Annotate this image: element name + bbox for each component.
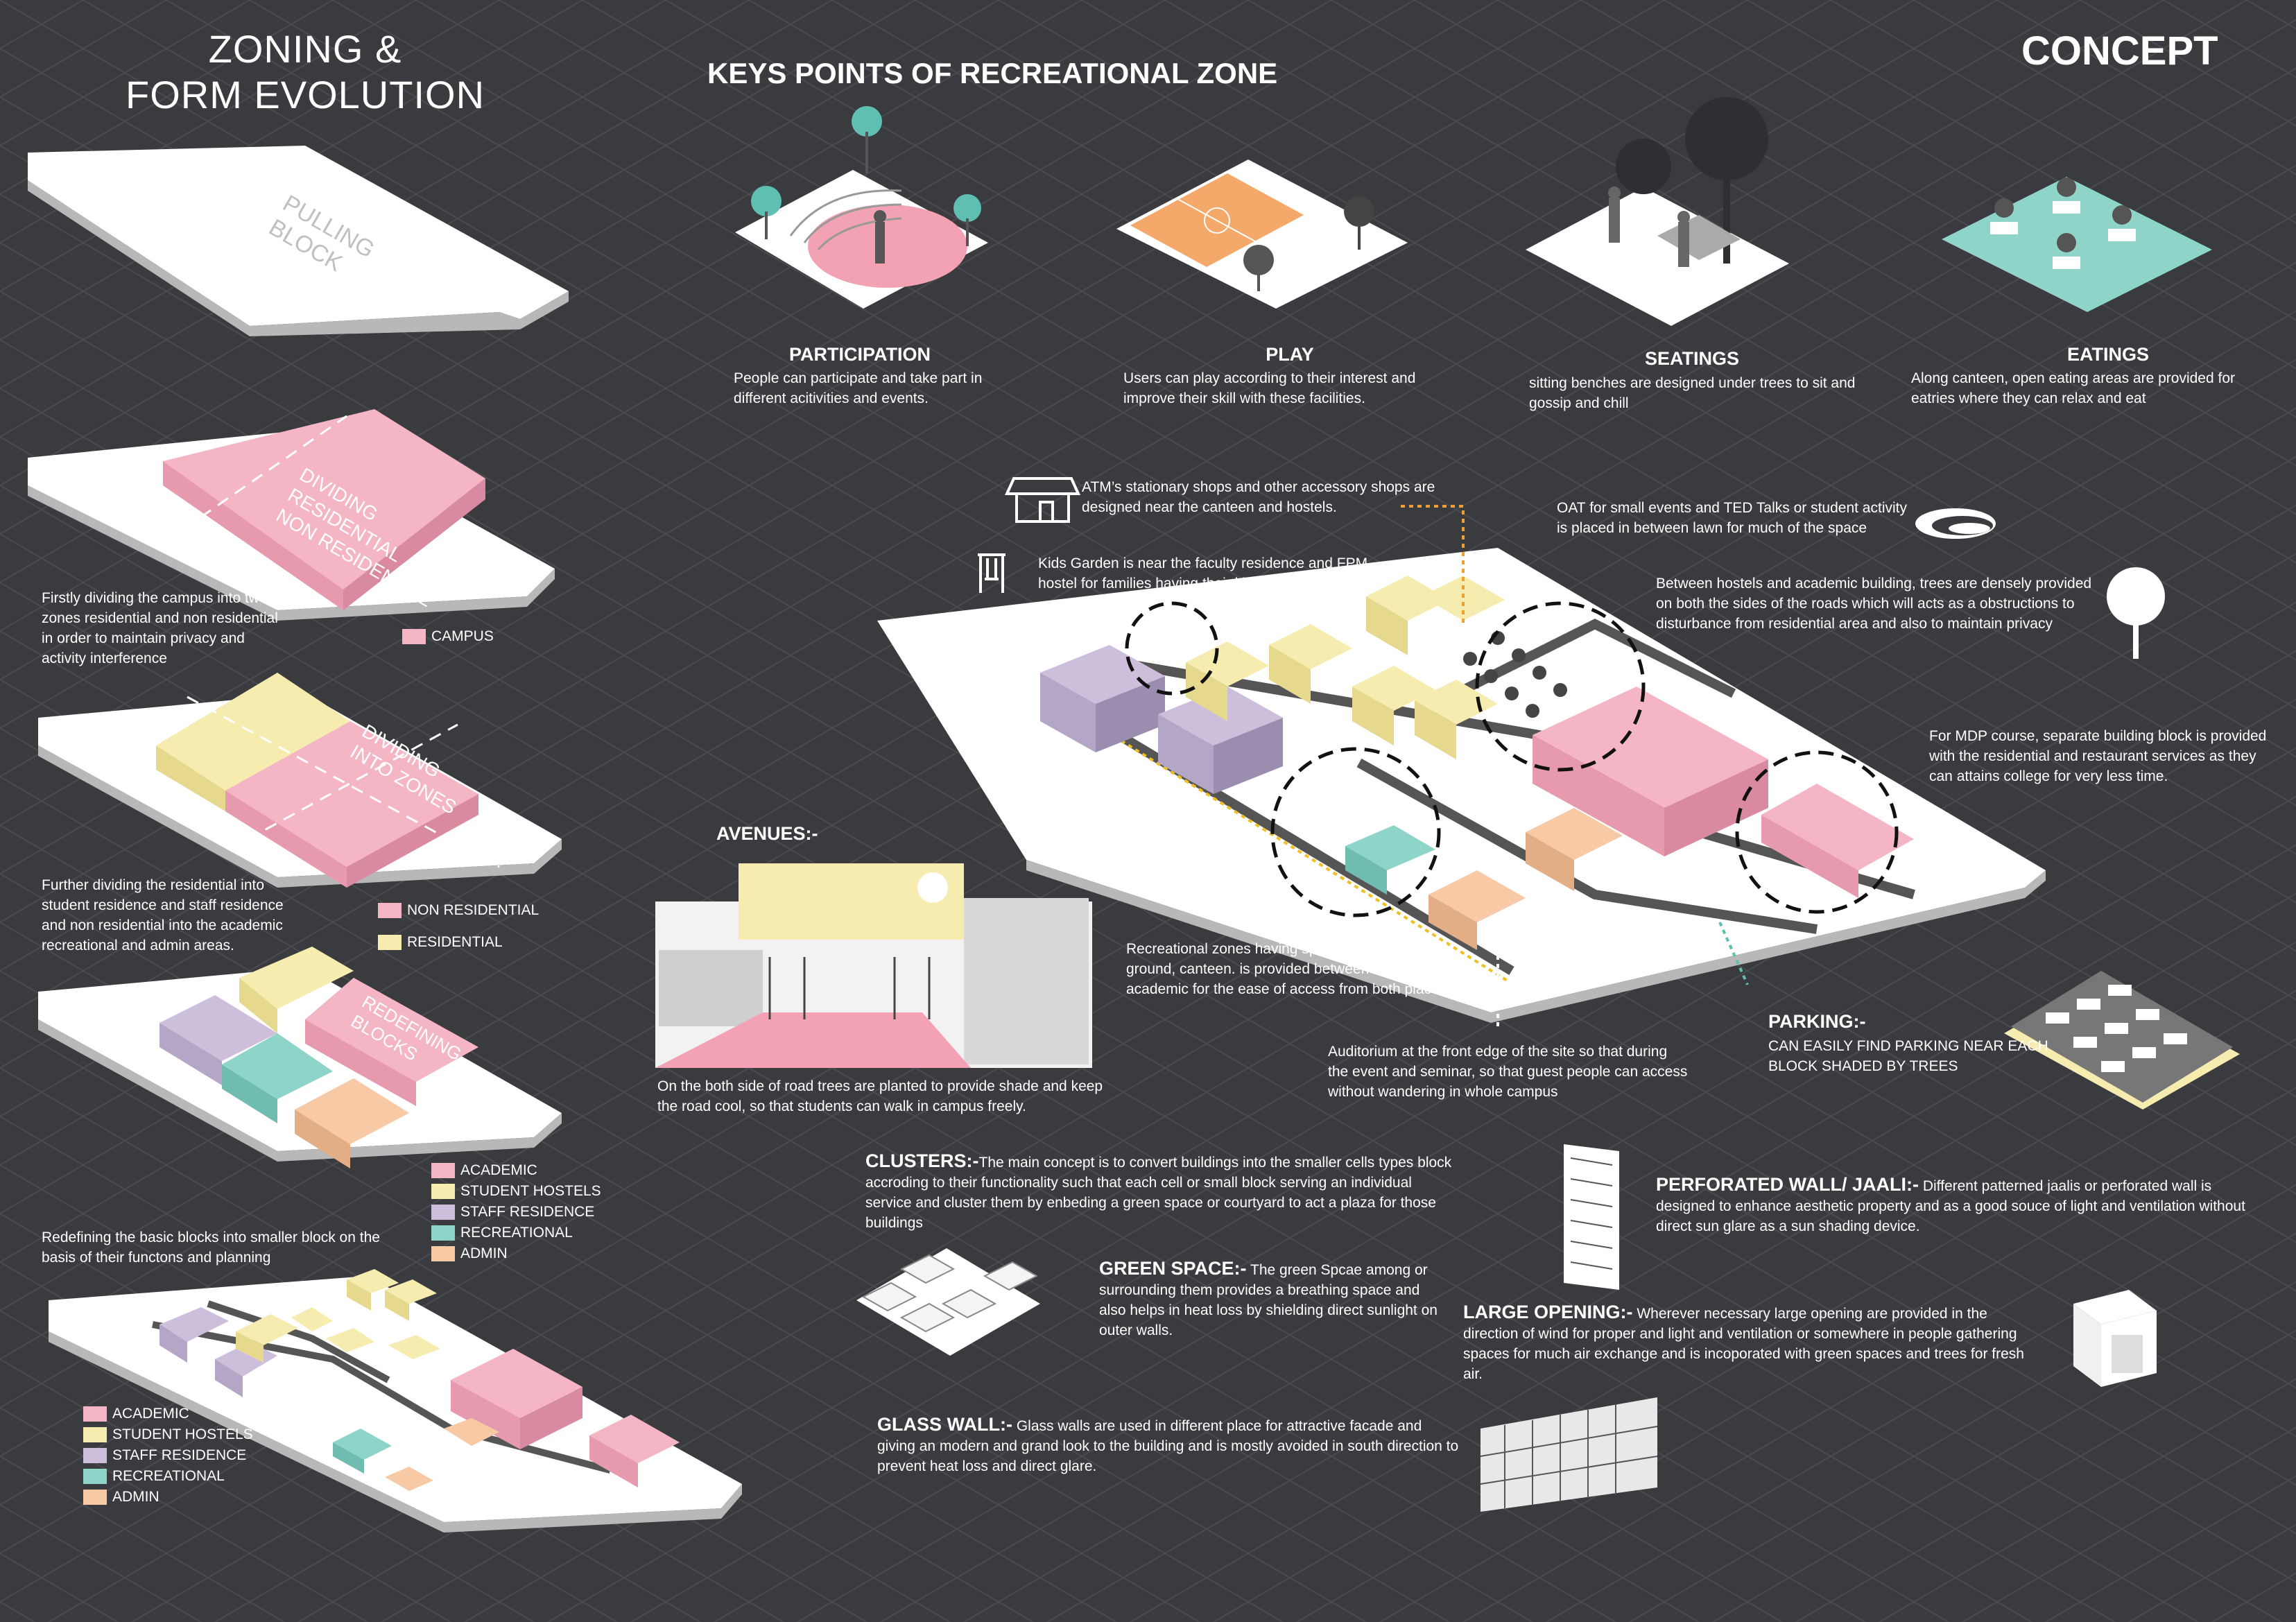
parking-text: CAN EASILY FIND PARKING NEAR EACH BLOCK … xyxy=(1768,1038,2048,1074)
seatings-text: sitting benches are designed under trees… xyxy=(1529,375,1856,411)
legend-label: RECREATIONAL xyxy=(112,1468,225,1484)
legend-swatch xyxy=(83,1490,107,1505)
eatings-text: Along canteen, open eating areas are pro… xyxy=(1911,370,2235,406)
legend-label: NON RESIDENTIAL xyxy=(407,902,540,918)
participation-title: PARTICIPATION xyxy=(789,344,931,365)
north-arrow xyxy=(1166,852,1219,882)
trees-note: Between hostels and academic building, t… xyxy=(1656,576,2092,632)
legend-label: STAFF RESIDENCE xyxy=(460,1204,595,1220)
concept-title: CONCEPT xyxy=(2021,28,2218,74)
legend-swatch xyxy=(83,1448,107,1464)
legend-label: ACADEMIC xyxy=(112,1406,189,1422)
opening-text: Wherever necessary large opening are pro… xyxy=(1463,1306,2024,1382)
legend-label: STAFF RESIDENCE xyxy=(112,1447,247,1463)
redefining-blocks-diagram: REDEFINING BLOCKS xyxy=(38,947,562,1168)
legend-swatch xyxy=(402,629,426,645)
atm-note: ATM’s stationary shops and other accesso… xyxy=(1082,479,1435,515)
parking-illustration xyxy=(2004,971,2240,1110)
zoning-title: ZONING & FORM EVOLUTION xyxy=(125,27,485,117)
recreational-note: Recreational zones having sport complex,… xyxy=(1126,941,1472,997)
glass-block: GLASS WALL:- Glass walls are used in dif… xyxy=(877,1415,1460,1476)
legend-blocks: ACADEMIC STUDENT HOSTELS STAFF RESIDENCE… xyxy=(431,1160,601,1264)
north-label: N xyxy=(1198,831,1209,848)
clusters-illustration xyxy=(856,1248,1040,1356)
avenues-title: AVENUES:- xyxy=(716,823,818,844)
glass-title: GLASS WALL:- xyxy=(877,1414,1012,1435)
opening-block: LARGE OPENING:- Wherever necessary large… xyxy=(1463,1302,2046,1384)
legend-swatch xyxy=(431,1163,455,1179)
jaali-title: PERFORATED WALL/ JAALI:- xyxy=(1656,1174,1919,1195)
glass-text: Glass walls are used in different place … xyxy=(877,1418,1459,1474)
seatings-title: SEATINGS xyxy=(1644,348,1739,369)
legend-swatch xyxy=(431,1184,455,1200)
legend-label: ADMIN xyxy=(460,1245,508,1261)
play-text: Users can play according to their intere… xyxy=(1123,370,1416,406)
green-title: GREEN SPACE:- xyxy=(1099,1258,1247,1279)
shop-icon xyxy=(1004,477,1081,523)
jaali-illustration xyxy=(1564,1144,1619,1290)
tree-icon xyxy=(2107,567,2165,659)
legend-swatch xyxy=(378,935,402,951)
green-text: The green Spcae among or surrounding the… xyxy=(1099,1262,1438,1338)
legend-campus: CAMPUS xyxy=(402,626,494,647)
dividing-zones-diagram: DIVIDING INTO ZONES xyxy=(38,673,562,888)
step1-text: Firstly dividing the campus into two zon… xyxy=(42,590,278,666)
legend-swatch xyxy=(83,1427,107,1443)
legend-label: RECREATIONAL xyxy=(460,1225,573,1241)
green-block: GREEN SPACE:- The green Spcae among or s… xyxy=(1099,1259,1446,1340)
amphitheatre-icon xyxy=(1915,508,1996,539)
step3-text: Redefining the basic blocks into smaller… xyxy=(42,1230,380,1266)
parking-title: PARKING:- xyxy=(1768,1011,1866,1032)
eatings-title: EATINGS xyxy=(2066,344,2149,365)
jaali-block: PERFORATED WALL/ JAALI:- Different patte… xyxy=(1656,1175,2266,1236)
legend-swatch xyxy=(83,1469,107,1485)
clusters-block: CLUSTERS:-The main concept is to convert… xyxy=(865,1151,1462,1233)
legend-swatch xyxy=(431,1246,455,1262)
final-site-plan-diagram xyxy=(49,1269,742,1533)
kids-note: Kids Garden is near the faculty residenc… xyxy=(1038,555,1368,592)
legend-label: STUDENT HOSTELS xyxy=(460,1183,601,1199)
clusters-text: The main concept is to convert buildings… xyxy=(865,1155,1452,1231)
legend-swatch xyxy=(431,1225,455,1241)
legend-label: ACADEMIC xyxy=(460,1162,537,1178)
glass-wall-illustration xyxy=(1480,1397,1658,1512)
avenues-image xyxy=(655,863,1092,1068)
seatings-illustration xyxy=(1526,97,1789,326)
dividing-residential-diagram: DIVIDING RESIDENTIAL NON RESIDENTIAL xyxy=(28,409,555,621)
participation-text: People can participate and take part in … xyxy=(734,370,983,406)
swing-icon xyxy=(978,553,1005,593)
legend-zones: NON RESIDENTIAL RESIDENTIAL xyxy=(378,900,539,953)
keys-title: KEYS POINTS OF RECREATIONAL ZONE xyxy=(707,57,1278,89)
large-opening-illustration xyxy=(2073,1290,2157,1387)
step2-text: Further dividing the residential into st… xyxy=(42,877,284,954)
legend-label: CAMPUS xyxy=(431,628,494,644)
clusters-title: CLUSTERS:- xyxy=(865,1150,979,1171)
legend-swatch xyxy=(431,1205,455,1220)
legend-swatch xyxy=(378,903,402,919)
jaali-text: Different patterned jaalis or perforated… xyxy=(1656,1178,2245,1234)
legend-label: ADMIN xyxy=(112,1489,159,1505)
play-illustration xyxy=(1116,159,1408,309)
legend-swatch xyxy=(83,1406,107,1422)
legend-label: RESIDENTIAL xyxy=(407,934,503,950)
mdp-note: For MDP course, separate building block … xyxy=(1929,728,2267,784)
oat-note: OAT for small events and TED Talks or st… xyxy=(1557,500,1907,536)
eatings-illustration xyxy=(1942,177,2212,312)
play-title: PLAY xyxy=(1266,344,1314,365)
legend-label: STUDENT HOSTELS xyxy=(112,1426,253,1442)
avenues-text: On the both side of road trees are plant… xyxy=(657,1078,1103,1114)
master-plan-diagram xyxy=(877,505,2046,1026)
participation-illustration xyxy=(735,106,988,309)
pulling-block-diagram: PULLING BLOCK xyxy=(28,146,569,336)
opening-title: LARGE OPENING:- xyxy=(1463,1302,1633,1322)
auditorium-note: Auditorium at the front edge of the site… xyxy=(1328,1044,1688,1100)
legend-final: ACADEMIC STUDENT HOSTELS STAFF RESIDENCE… xyxy=(83,1404,253,1508)
